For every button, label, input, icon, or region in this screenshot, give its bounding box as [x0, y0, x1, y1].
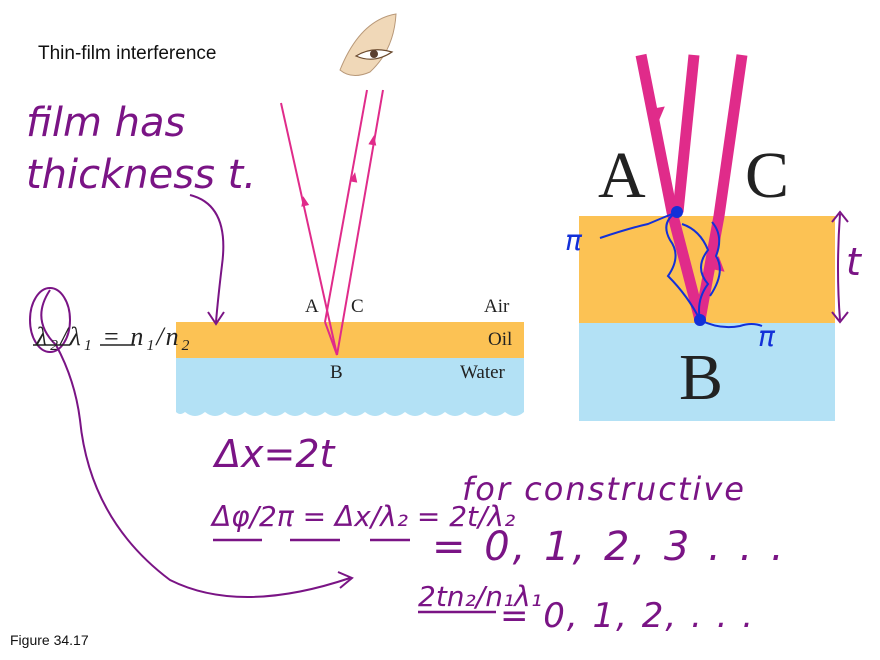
phase-shift-annotations	[599, 206, 763, 329]
incident-ray-arrow	[301, 196, 310, 207]
reflected-ray-a-arrow	[349, 172, 358, 183]
note-film-has: film has	[26, 100, 186, 146]
lambda-ratio-text: λ₂/λ₁ = n₁/n₂	[36, 322, 192, 351]
zoomed-diagram	[579, 53, 835, 421]
oil-layer	[176, 322, 524, 358]
thin-film-diagram	[176, 89, 524, 416]
note-thickness: thickness t.	[26, 152, 257, 198]
ray-label-c: C	[351, 296, 364, 317]
water-layer	[176, 358, 524, 416]
note-phase-formula: Δφ/2π = Δx/λ₂ = 2t/λ₂	[212, 500, 516, 533]
zoom-incident-arrow	[647, 106, 665, 122]
zoom-label-c: C	[745, 139, 790, 212]
note-final-values: = 0, 1, 2, . . .	[500, 596, 756, 636]
incident-ray	[280, 102, 338, 356]
reflected-ray-c	[336, 89, 384, 356]
zoom-reflected-ray-a	[672, 54, 700, 213]
thickness-bracket	[831, 210, 849, 324]
note-path-difference: Δx=2t	[215, 432, 335, 476]
film-pointer-arrow	[189, 194, 225, 323]
note-phase-values: = 0, 1, 2, 3 . . .	[432, 524, 787, 570]
point-label-b: B	[330, 362, 343, 383]
lambda-link-arrow	[40, 289, 351, 598]
lambda-ratio-formula: λ₂/λ₁ = n₁/n₂	[36, 306, 192, 353]
zoom-label-b: B	[679, 341, 724, 414]
fraction-bars	[213, 538, 496, 614]
refracted-segment	[324, 321, 338, 356]
page-title: Thin-film interference	[38, 43, 217, 64]
medium-label-water: Water	[460, 362, 505, 383]
thickness-label: t	[846, 240, 861, 284]
zoom-label-a: A	[598, 139, 646, 212]
annotation-arrows	[29, 194, 354, 598]
note-final-formula: 2tn₂/n₁λ₁	[418, 580, 542, 613]
medium-label-air: Air	[484, 296, 510, 317]
eye-icon	[339, 13, 397, 76]
phase-shift-bottom-label: π	[758, 320, 775, 353]
medium-label-oil: Oil	[488, 329, 513, 350]
zoom-water-layer	[579, 323, 835, 421]
reflected-ray-a	[324, 89, 368, 323]
figure-label: Figure 34.17	[10, 632, 89, 648]
ray-label-a: A	[305, 296, 319, 317]
reflected-ray-c-arrow	[368, 135, 377, 146]
note-constructive: for constructive	[462, 470, 746, 508]
phase-shift-top-label: π	[565, 224, 582, 257]
